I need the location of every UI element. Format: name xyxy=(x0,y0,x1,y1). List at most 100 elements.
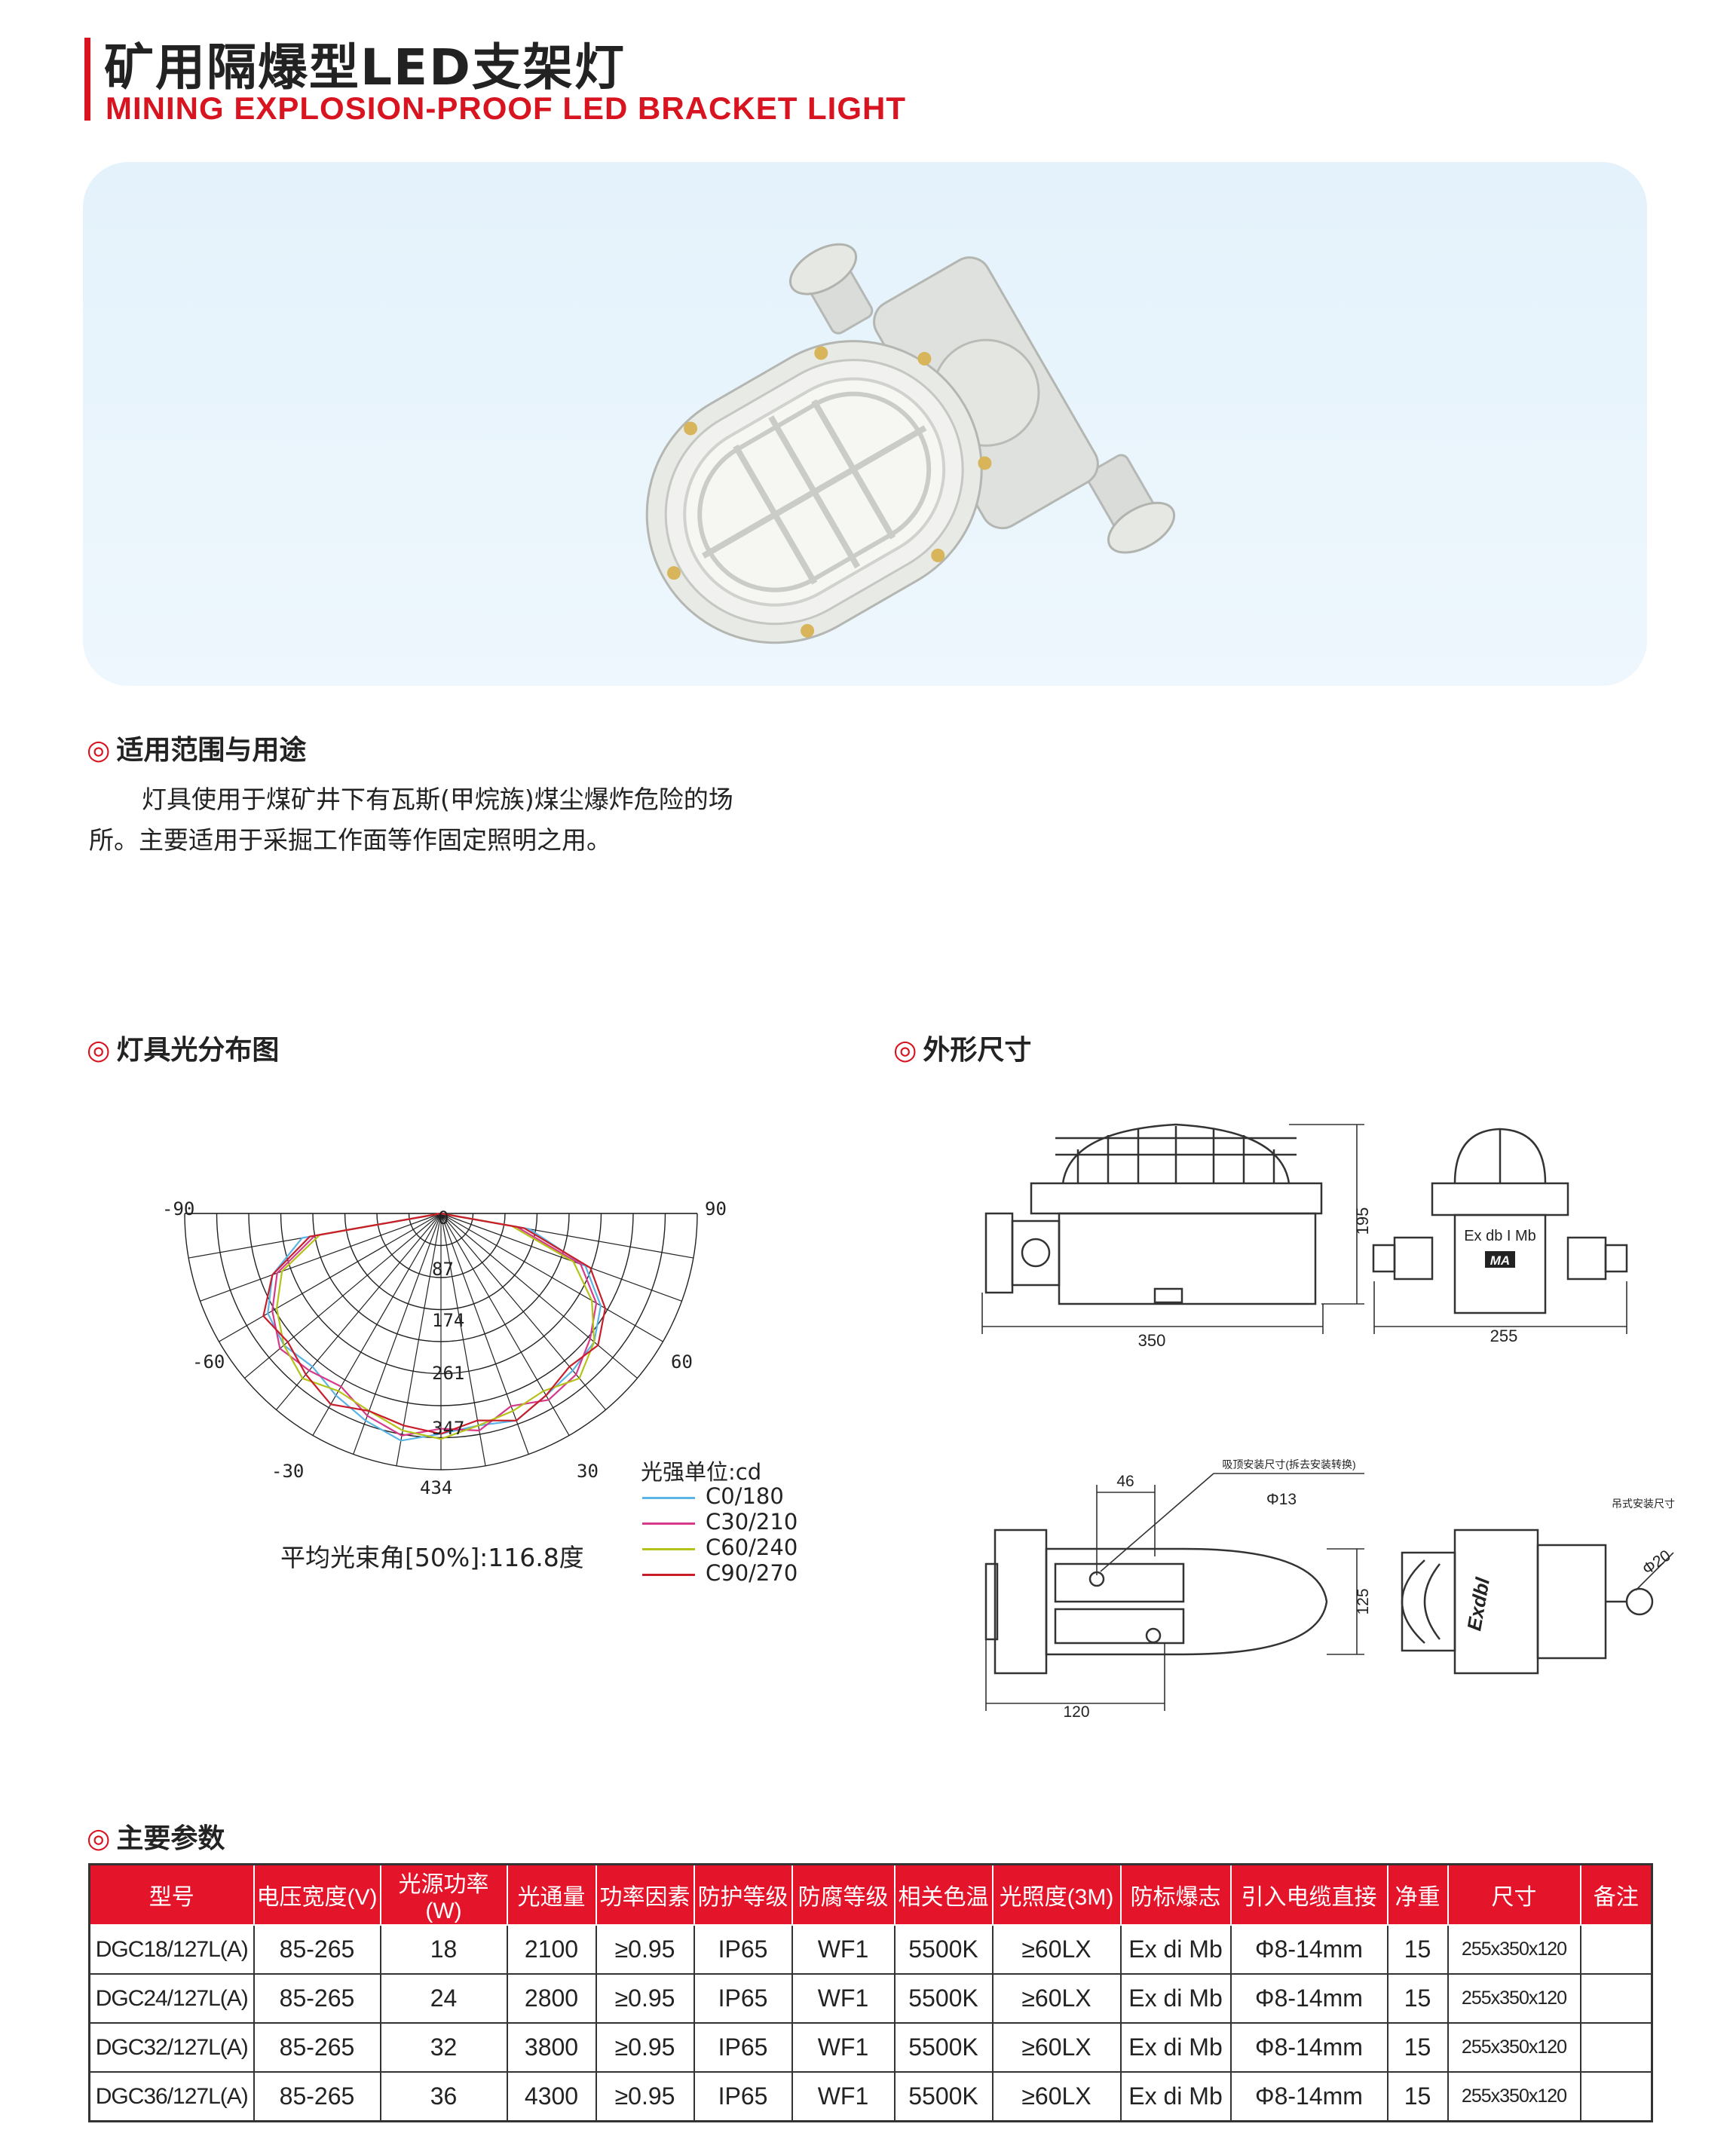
table-cell: 2100 xyxy=(506,1924,597,1975)
table-cell: 32 xyxy=(379,2022,508,2073)
dim-120-label: 120 xyxy=(1063,1703,1089,1721)
polar-spoke xyxy=(200,1213,442,1302)
polar-angle-label: -30 xyxy=(271,1461,304,1482)
dim-phi13-label: Φ13 xyxy=(1266,1491,1297,1508)
table-header-cell: 电压宽度(V) xyxy=(253,1863,381,1926)
table-cell: 15 xyxy=(1386,1973,1449,2024)
table-header-cell: 光照度(3M) xyxy=(991,1863,1122,1926)
polar-spoke xyxy=(440,1213,607,1410)
section-bullet-icon: ◎ xyxy=(87,1823,111,1854)
table-cell: ≥60LX xyxy=(991,2022,1122,2073)
table-cell: Φ8-14mm xyxy=(1229,1973,1388,2024)
legend-item-c60: C60/240 xyxy=(642,1535,798,1560)
table-cell: 85-265 xyxy=(253,2071,381,2122)
polar-spoke xyxy=(244,1213,442,1379)
table-header-cell: 净重 xyxy=(1386,1863,1449,1926)
table-cell: Ex di Mb xyxy=(1119,1973,1232,2024)
section-heading-light-distribution: ◎灯具光分布图 xyxy=(87,1028,279,1067)
section-heading-parameters: ◎主要参数 xyxy=(87,1816,225,1856)
table-cell: WF1 xyxy=(791,1973,896,2024)
table-header-cell: 相关色温 xyxy=(893,1863,994,1926)
polar-spoke xyxy=(440,1213,570,1436)
table-cell xyxy=(1579,1924,1653,1975)
ceiling-mount-note: 吸顶安装尺寸(拆去安装转换) xyxy=(1222,1458,1355,1470)
table-header-cell: 尺寸 xyxy=(1447,1863,1581,1926)
table-cell: DGC36/127L(A) xyxy=(88,2071,255,2122)
legend-item-c0: C0/180 xyxy=(642,1483,784,1509)
polar-spoke xyxy=(275,1213,442,1410)
table-header-cell: 功率因素 xyxy=(595,1863,695,1926)
polar-angle-label: 60 xyxy=(671,1351,693,1372)
legend-item-c30: C30/210 xyxy=(642,1509,798,1535)
table-header-cell: 引入电缆直接 xyxy=(1229,1863,1388,1926)
dim-phi20-label: Φ20 xyxy=(1640,1547,1674,1578)
polar-radius-label: 347 xyxy=(432,1418,464,1439)
table-cell: 5500K xyxy=(893,1973,994,2024)
table-cell: IP65 xyxy=(693,1973,793,2024)
table-cell xyxy=(1579,2071,1653,2122)
dim-46-label: 46 xyxy=(1116,1473,1134,1490)
table-header-cell: 防标爆志 xyxy=(1119,1863,1232,1926)
polar-series-curve xyxy=(271,1212,598,1437)
table-cell: Φ8-14mm xyxy=(1229,1924,1388,1975)
polar-spoke xyxy=(440,1213,638,1379)
polar-series-curve xyxy=(262,1212,607,1435)
application-line-2: 所。主要适用于采掘工作面等作固定照明之用。 xyxy=(89,825,611,855)
table-cell: ≥60LX xyxy=(991,1973,1122,2024)
table-cell: 5500K xyxy=(893,2071,994,2122)
side-marking-text: Exdbl xyxy=(1462,1575,1494,1633)
parameters-table: 型号 电压宽度(V) 光源功率(W) 光通量 功率因素 防护等级 防腐等级 相关… xyxy=(88,1863,1653,2122)
dim-255-label: 255 xyxy=(1490,1327,1518,1345)
legend-swatch xyxy=(642,1522,695,1525)
legend-label: C30/210 xyxy=(706,1509,798,1535)
table-cell: Φ8-14mm xyxy=(1229,2022,1388,2073)
polar-radius-label: 87 xyxy=(432,1259,454,1280)
table-cell: Ex di Mb xyxy=(1119,2022,1232,2073)
table-cell: 3800 xyxy=(506,2022,597,2073)
table-cell: 5500K xyxy=(893,1924,994,1975)
table-cell: Ex di Mb xyxy=(1119,2071,1232,2122)
beam-angle-note: 平均光束角[50%]:116.8度 xyxy=(280,1543,584,1572)
legend-label: C90/270 xyxy=(706,1560,798,1586)
hanging-mount-note: 吊式安装尺寸 xyxy=(1612,1498,1675,1510)
application-line-1: 灯具使用于煤矿井下有瓦斯(甲烷族)煤尘爆炸危险的场 xyxy=(142,785,733,814)
front-marking-text: Ex db I Mb xyxy=(1464,1228,1536,1244)
table-cell: ≥0.95 xyxy=(595,2022,695,2073)
polar-angle-label: -60 xyxy=(192,1351,225,1372)
table-cell: 85-265 xyxy=(253,1973,381,2024)
table-cell: 85-265 xyxy=(253,1924,381,1975)
table-header-cell: 光源功率(W) xyxy=(379,1863,508,1926)
table-header-cell: 光通量 xyxy=(506,1863,597,1926)
polar-angle-label: 0 xyxy=(438,1207,449,1229)
product-illustration xyxy=(645,243,1176,644)
section-bullet-icon: ◎ xyxy=(87,735,111,766)
polar-spoke xyxy=(440,1213,486,1466)
section-bullet-icon: ◎ xyxy=(87,1035,111,1066)
section-bullet-icon: ◎ xyxy=(893,1035,917,1066)
table-cell: Ex di Mb xyxy=(1119,1924,1232,1975)
dimension-drawings: 195 350 Ex db I Mb MA 255 46 Φ13 吸顶安 xyxy=(981,1123,1675,1721)
dim-195-label: 195 xyxy=(1353,1207,1372,1235)
table-cell: 5500K xyxy=(893,2022,994,2073)
title-accent-bar xyxy=(84,38,90,121)
table-cell: 15 xyxy=(1386,2071,1449,2122)
polar-spoke xyxy=(219,1213,442,1342)
section-heading-dimensions: ◎外形尺寸 xyxy=(893,1028,1031,1067)
polar-radius-label: 261 xyxy=(432,1363,464,1384)
legend-swatch xyxy=(642,1547,695,1550)
table-cell: IP65 xyxy=(693,2071,793,2122)
table-cell: 255x350x120 xyxy=(1447,1924,1581,1975)
table-cell: ≥0.95 xyxy=(595,1973,695,2024)
table-cell: 24 xyxy=(379,1973,508,2024)
polar-radius-label: 174 xyxy=(432,1310,464,1331)
section-heading-text: 主要参数 xyxy=(116,1823,225,1854)
polar-spoke xyxy=(440,1213,682,1302)
table-cell: 255x350x120 xyxy=(1447,1973,1581,2024)
table-cell: 255x350x120 xyxy=(1447,2071,1581,2122)
table-cell: IP65 xyxy=(693,1924,793,1975)
dim-125-label: 125 xyxy=(1355,1588,1372,1614)
dim-350-label: 350 xyxy=(1138,1331,1166,1350)
